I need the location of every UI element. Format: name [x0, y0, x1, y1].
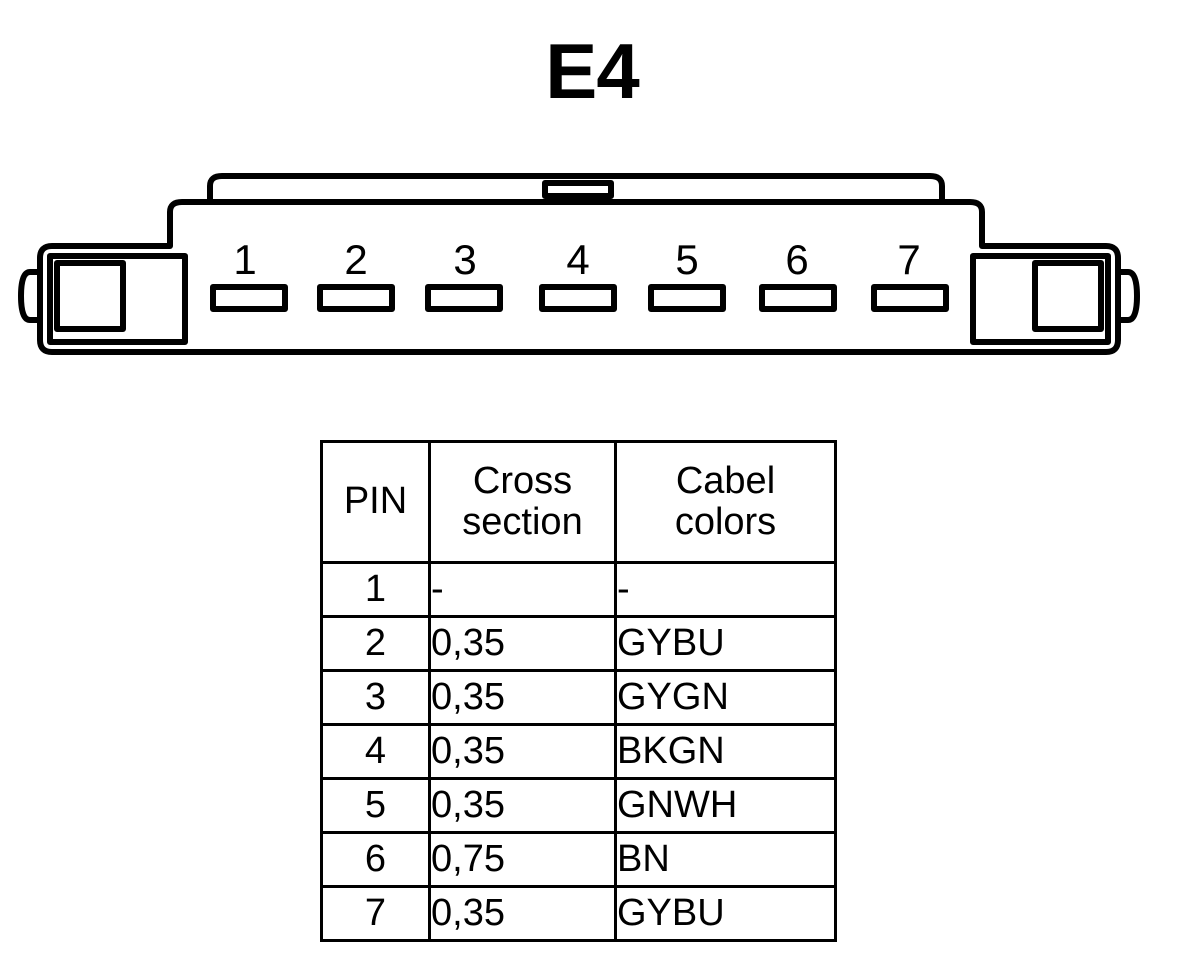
cell-cable-colors: -	[614, 561, 837, 618]
page-title: E4	[545, 27, 639, 115]
terminal-slot-2	[317, 284, 395, 312]
cell-pin: 5	[320, 777, 431, 834]
pin-label-1: 1	[233, 236, 256, 283]
cell-cable-colors: GYBU	[614, 885, 837, 942]
left-wing-square	[54, 260, 126, 332]
pin-label-3: 3	[453, 236, 476, 283]
pin-table-header: PIN Cross section Cabel colors	[320, 440, 837, 564]
cell-cross-section: 0,35	[428, 777, 617, 834]
cell-cable-colors: GNWH	[614, 777, 837, 834]
table-row: 3 0,35 GYGN	[320, 669, 837, 726]
column-header-pin-line1: PIN	[343, 480, 408, 523]
column-header-cross-section: Cross section	[428, 440, 617, 564]
pin-label-4: 4	[566, 236, 589, 283]
table-header-row: PIN Cross section Cabel colors	[320, 440, 837, 564]
column-header-pin: PIN	[320, 440, 431, 564]
table-row: 4 0,35 BKGN	[320, 723, 837, 780]
cell-pin: 2	[320, 615, 431, 672]
terminal-slot-4	[539, 284, 617, 312]
column-header-cross-line2: section	[462, 501, 583, 543]
latch-slot	[542, 180, 614, 199]
cell-cross-section: 0,35	[428, 723, 617, 780]
cell-pin: 4	[320, 723, 431, 780]
right-wing-square	[1032, 260, 1104, 332]
cell-cable-colors: GYGN	[614, 669, 837, 726]
terminal-slot-1	[210, 284, 288, 312]
cell-cable-colors: GYBU	[614, 615, 837, 672]
table-row: 6 0,75 BN	[320, 831, 837, 888]
column-header-cross-line1: Cross	[472, 459, 573, 502]
table-row: 1 - -	[320, 561, 837, 618]
pin-label-6: 6	[785, 236, 808, 283]
column-header-cable-colors: Cabel colors	[614, 440, 837, 564]
connector-diagram: 1 2 3 4 5 6 7	[0, 150, 1184, 380]
left-retention-tab	[18, 269, 43, 323]
cell-pin: 7	[320, 885, 431, 942]
connector-body-outline	[37, 199, 1121, 355]
cell-pin: 1	[320, 561, 431, 618]
column-header-color-line1: Cabel	[675, 459, 776, 502]
pin-table-container: PIN Cross section Cabel colors 1 - - 2	[320, 440, 837, 942]
cell-pin: 3	[320, 669, 431, 726]
pin-label-5: 5	[675, 236, 698, 283]
terminal-slot-6	[759, 284, 837, 312]
pin-table: PIN Cross section Cabel colors 1 - - 2	[320, 440, 837, 942]
cell-cross-section: -	[428, 561, 617, 618]
left-wing-inner-rect	[47, 253, 188, 345]
right-wing-inner-rect	[970, 253, 1111, 345]
cell-cross-section: 0,35	[428, 615, 617, 672]
right-retention-tab	[1115, 269, 1140, 323]
cell-cable-colors: BN	[614, 831, 837, 888]
pin-label-2: 2	[344, 236, 367, 283]
pin-label-7: 7	[897, 236, 920, 283]
column-header-color-line2: colors	[674, 501, 777, 543]
table-row: 2 0,35 GYBU	[320, 615, 837, 672]
terminal-slot-7	[871, 284, 949, 312]
terminal-slot-3	[425, 284, 503, 312]
pin-table-body: 1 - - 2 0,35 GYBU 3 0,35 GYGN 4 0,35 BKG…	[320, 561, 837, 942]
cell-pin: 6	[320, 831, 431, 888]
cell-cable-colors: BKGN	[614, 723, 837, 780]
table-row: 5 0,35 GNWH	[320, 777, 837, 834]
latch-block	[207, 173, 945, 205]
cell-cross-section: 0,35	[428, 885, 617, 942]
table-row: 7 0,35 GYBU	[320, 885, 837, 942]
terminal-slot-5	[648, 284, 726, 312]
cell-cross-section: 0,75	[428, 831, 617, 888]
cell-cross-section: 0,35	[428, 669, 617, 726]
